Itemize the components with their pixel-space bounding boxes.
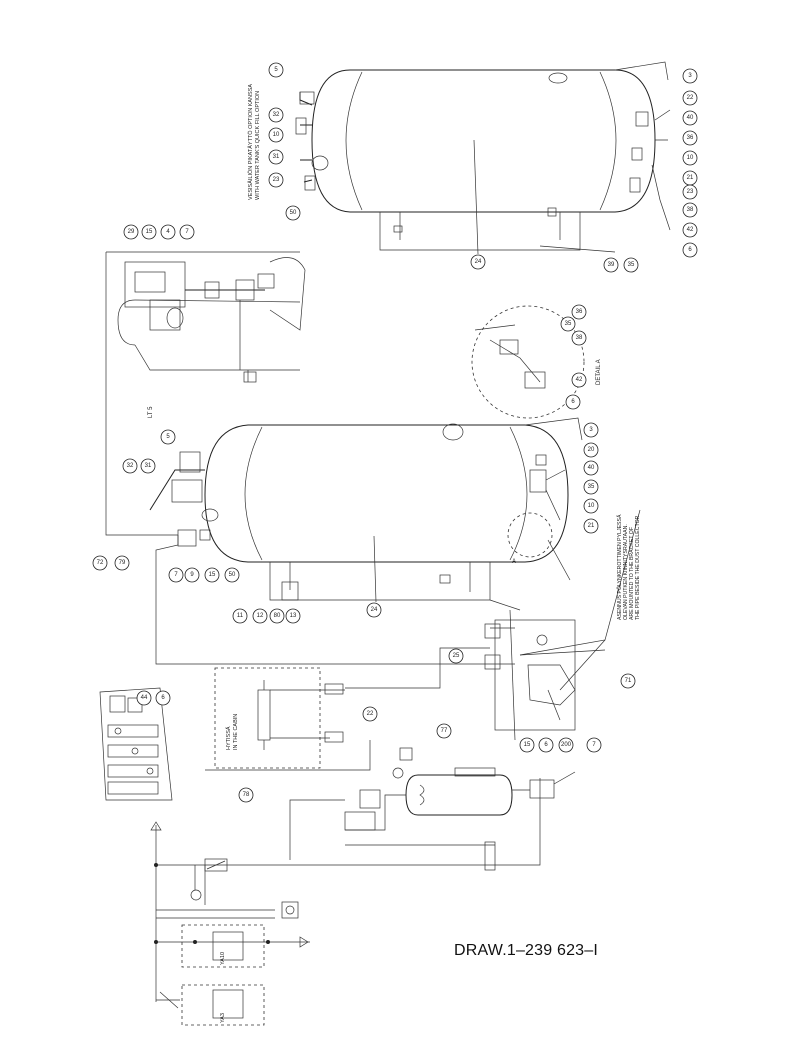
detail-a: DETAIL A [471,305,602,419]
svg-text:13: 13 [290,613,297,619]
svg-text:24: 24 [371,607,378,613]
svg-text:78: 78 [243,792,250,798]
valve-block [99,687,173,801]
svg-text:36: 36 [687,135,694,141]
pneumatic-schematic: YA10 YA3 [150,747,576,1026]
upper-water-tank: VESISÄILIÖN PIKATÄYTTÖ OPTION KANSSA WIT… [247,61,671,255]
svg-text:42: 42 [576,377,583,383]
svg-text:10: 10 [273,132,280,138]
svg-text:50: 50 [229,572,236,578]
svg-text:32: 32 [127,463,134,469]
svg-text:71: 71 [625,678,632,684]
svg-text:3: 3 [589,427,593,433]
svg-text:42: 42 [687,227,694,233]
view-label: LT 5 [148,406,154,418]
svg-text:A: A [512,559,516,565]
svg-text:12: 12 [257,613,264,619]
svg-text:6: 6 [571,399,575,405]
svg-text:31: 31 [145,463,152,469]
svg-text:22: 22 [687,95,694,101]
svg-text:YA3: YA3 [220,1013,226,1023]
callouts-detail-a: 36 35 38 42 6 [560,304,587,410]
svg-text:ARE MOUNTED TO THE BRACKET OF: ARE MOUNTED TO THE BRACKET OF [629,527,635,620]
svg-text:40: 40 [588,465,595,471]
svg-text:21: 21 [588,523,595,529]
svg-text:10: 10 [687,155,694,161]
svg-text:23: 23 [273,177,280,183]
svg-text:15: 15 [524,742,531,748]
upper-left-assembly: LT 5 [105,251,306,536]
svg-text:7: 7 [592,742,596,748]
svg-text:50: 50 [290,210,297,216]
note-water-tank-quick-fill: VESISÄILIÖN PIKATÄYTTÖ OPTION KANSSA WIT… [247,84,261,200]
mounting-plate: ASENNUS PÖLYNKEROTTIMEN PYLJESSÄ OLEVAN … [484,514,641,741]
svg-text:80: 80 [274,613,281,619]
svg-text:IN THE CABIN: IN THE CABIN [233,714,239,750]
callouts-lower-fittings: 25 15 6 200 7 71 77 22 78 44 6 [136,648,636,803]
svg-text:9: 9 [190,572,194,578]
callouts-lower-tank: 5 32 31 7 9 15 50 11 12 80 13 24 3 20 40… [92,422,599,624]
svg-text:39: 39 [608,262,615,268]
svg-text:20: 20 [588,447,595,453]
svg-text:15: 15 [209,572,216,578]
svg-text:24: 24 [475,259,482,265]
svg-text:35: 35 [588,484,595,490]
svg-text:THE PIPE BESIDE THE DUST COLLE: THE PIPE BESIDE THE DUST COLLECTOR. [635,514,641,620]
svg-text:10: 10 [588,503,595,509]
svg-text:72: 72 [97,560,104,566]
svg-text:40: 40 [687,115,694,121]
svg-text:36: 36 [576,309,583,315]
svg-text:44: 44 [141,695,148,701]
svg-text:OLEVAN PUTKEN KIINNITYSRAUTAAN: OLEVAN PUTKEN KIINNITYSRAUTAAN. [623,524,629,620]
svg-text:31: 31 [273,154,280,160]
svg-text:3: 3 [688,73,692,79]
svg-text:11: 11 [237,613,244,619]
svg-text:200: 200 [561,742,572,748]
svg-text:23: 23 [687,189,694,195]
svg-text:7: 7 [185,229,189,235]
svg-text:15: 15 [146,229,153,235]
svg-text:21: 21 [687,175,694,181]
svg-text:25: 25 [453,653,460,659]
svg-text:38: 38 [687,207,694,213]
lower-water-tank: A [149,417,583,611]
svg-text:32: 32 [273,112,280,118]
svg-text:79: 79 [119,560,126,566]
svg-text:6: 6 [688,247,692,253]
svg-text:6: 6 [544,742,548,748]
svg-text:VESISÄILIÖN PIKATÄYTTÖ OPTION: VESISÄILIÖN PIKATÄYTTÖ OPTION KANSSA [247,84,254,200]
svg-text:DETAIL A: DETAIL A [596,359,602,385]
callouts-upper-left: 29 15 4 7 [123,224,195,240]
drawing-number: DRAW.1–239 623–I [454,942,599,959]
svg-text:ASENNUS PÖLYNKEROTTIMEN PYLJES: ASENNUS PÖLYNKEROTTIMEN PYLJESSÄ [616,514,623,620]
svg-text:29: 29 [128,229,135,235]
svg-text:35: 35 [565,321,572,327]
svg-text:22: 22 [367,711,374,717]
svg-text:6: 6 [161,695,165,701]
cabin-box: HYTISSÄ IN THE CABIN [214,667,344,769]
callouts-upper-tank: 5 32 10 31 23 50 3 22 40 36 10 21 23 38 … [268,62,698,273]
svg-text:7: 7 [174,572,178,578]
svg-text:35: 35 [628,262,635,268]
note-dust-collector: ASENNUS PÖLYNKEROTTIMEN PYLJESSÄ OLEVAN … [616,514,641,620]
svg-text:5: 5 [274,67,278,73]
svg-text:HYTISSÄ: HYTISSÄ [225,726,232,750]
svg-text:4: 4 [166,229,170,235]
svg-text:WITH WATER TANK'S QUICK FILL O: WITH WATER TANK'S QUICK FILL OPTION [255,91,261,200]
svg-text:YA10: YA10 [220,952,226,965]
svg-text:77: 77 [441,728,448,734]
svg-text:5: 5 [166,434,170,440]
svg-text:38: 38 [576,335,583,341]
